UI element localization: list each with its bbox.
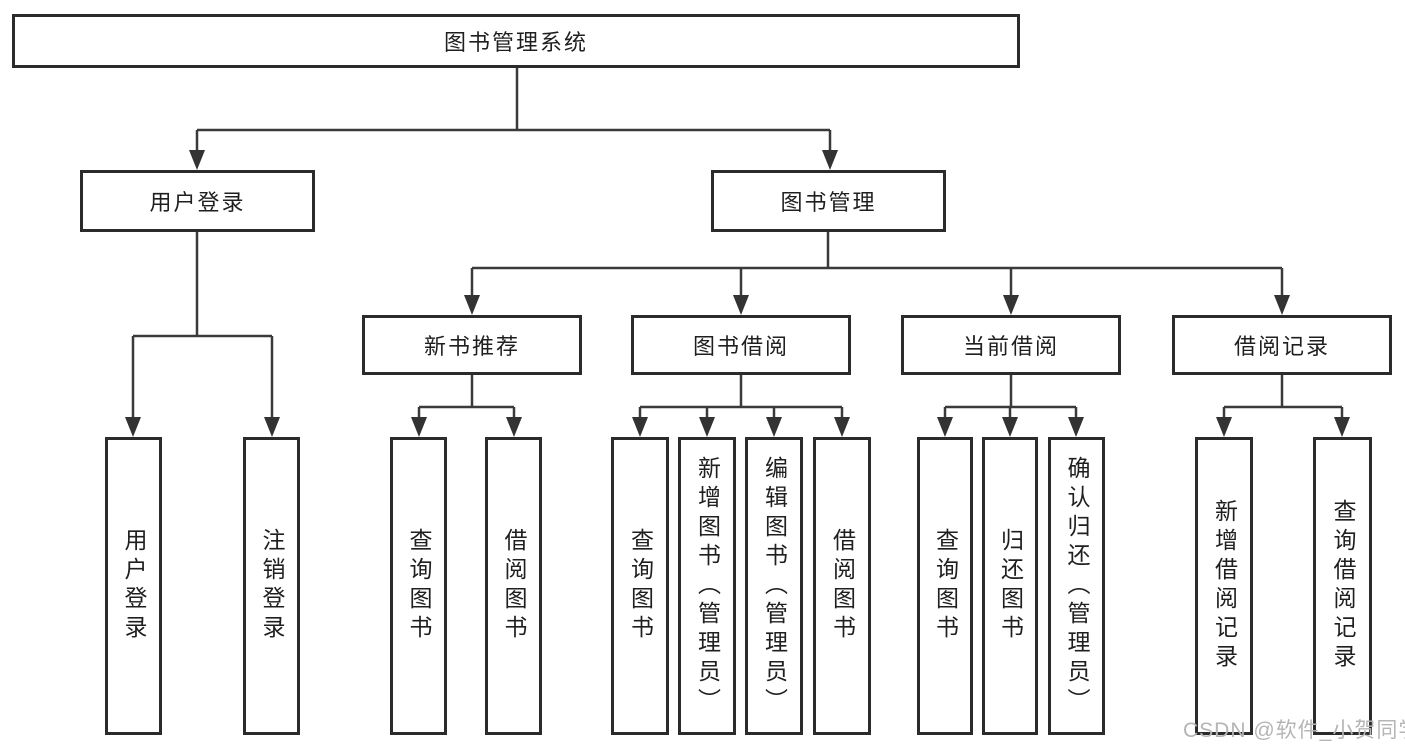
node-label: 注销登录 bbox=[259, 528, 285, 644]
arrowhead-icon bbox=[1334, 417, 1350, 437]
arrowhead-icon bbox=[1068, 417, 1084, 437]
arrowhead-icon bbox=[189, 150, 205, 170]
arrowhead-icon bbox=[1002, 417, 1018, 437]
node-label: 图书管理系统 bbox=[443, 30, 588, 55]
node-book-borrow: 图书借阅 bbox=[631, 315, 851, 375]
node-label: 用户登录 bbox=[121, 528, 147, 644]
connector-borrow-record-children bbox=[1222, 375, 1344, 420]
node-query-books-1: 查询图书 bbox=[390, 437, 447, 735]
node-add-books-admin: 新增图书（管理员） bbox=[678, 437, 736, 735]
node-label: 当前借阅 bbox=[962, 334, 1059, 359]
arrowhead-icon bbox=[1216, 417, 1232, 437]
node-borrow-record: 借阅记录 bbox=[1172, 315, 1392, 375]
node-label: 查询借阅记录 bbox=[1330, 499, 1356, 673]
connector-new-book-children bbox=[417, 375, 516, 420]
node-new-book-recommend: 新书推荐 bbox=[362, 315, 582, 375]
node-label: 新增借阅记录 bbox=[1211, 499, 1238, 673]
node-user-login-leaf: 用户登录 bbox=[105, 437, 162, 735]
arrowhead-icon bbox=[1274, 295, 1290, 315]
node-borrow-books-2: 借阅图书 bbox=[813, 437, 871, 735]
arrowhead-icon bbox=[411, 417, 427, 437]
node-label: 新书推荐 bbox=[423, 334, 520, 359]
arrowhead-icon bbox=[733, 295, 749, 315]
arrowhead-icon bbox=[632, 417, 648, 437]
arrowhead-icon bbox=[506, 417, 522, 437]
node-book-management: 图书管理 bbox=[711, 170, 946, 232]
arrowhead-icon bbox=[822, 150, 838, 170]
node-query-borrow-record: 查询借阅记录 bbox=[1313, 437, 1372, 735]
node-query-books-3: 查询图书 bbox=[917, 437, 973, 735]
arrowhead-icon bbox=[699, 417, 715, 437]
node-label: 编辑图书（管理员） bbox=[761, 455, 788, 717]
arrowhead-icon bbox=[125, 417, 141, 437]
node-logout: 注销登录 bbox=[243, 437, 300, 735]
node-label: 归还图书 bbox=[997, 528, 1024, 644]
connector-book-management-children bbox=[470, 232, 1284, 298]
node-label: 借阅图书 bbox=[829, 528, 856, 644]
connector-root-to-level2 bbox=[195, 68, 832, 153]
arrowhead-icon bbox=[834, 417, 850, 437]
node-label: 查询图书 bbox=[406, 528, 432, 644]
connector-current-borrow-children bbox=[943, 375, 1078, 420]
connector-user-login-children bbox=[131, 232, 274, 420]
node-label: 图书管理 bbox=[780, 190, 877, 215]
node-current-borrow: 当前借阅 bbox=[901, 315, 1121, 375]
arrowhead-icon bbox=[1003, 295, 1019, 315]
node-label: 确认归还（管理员） bbox=[1064, 455, 1090, 717]
node-label: 查询图书 bbox=[932, 528, 959, 644]
node-confirm-return-admin: 确认归还（管理员） bbox=[1048, 437, 1105, 735]
node-query-books-2: 查询图书 bbox=[611, 437, 669, 735]
node-borrow-books-1: 借阅图书 bbox=[485, 437, 542, 735]
node-label: 查询图书 bbox=[627, 528, 654, 644]
arrowhead-icon bbox=[766, 417, 782, 437]
node-add-borrow-record: 新增借阅记录 bbox=[1195, 437, 1253, 735]
node-label: 图书借阅 bbox=[692, 334, 789, 359]
node-user-login: 用户登录 bbox=[80, 170, 315, 232]
node-library-system: 图书管理系统 bbox=[12, 14, 1020, 68]
arrowhead-icon bbox=[264, 417, 280, 437]
node-label: 借阅图书 bbox=[501, 528, 527, 644]
node-label: 新增图书（管理员） bbox=[694, 455, 721, 717]
node-edit-books-admin: 编辑图书（管理员） bbox=[745, 437, 803, 735]
arrowhead-icon bbox=[937, 417, 953, 437]
node-return-books: 归还图书 bbox=[982, 437, 1038, 735]
node-label: 用户登录 bbox=[149, 190, 246, 215]
connector-book-borrow-children bbox=[638, 375, 844, 420]
node-label: 借阅记录 bbox=[1233, 334, 1330, 359]
arrowhead-icon bbox=[464, 295, 480, 315]
watermark: CSDN @软件_小贺同学 bbox=[1183, 719, 1405, 742]
